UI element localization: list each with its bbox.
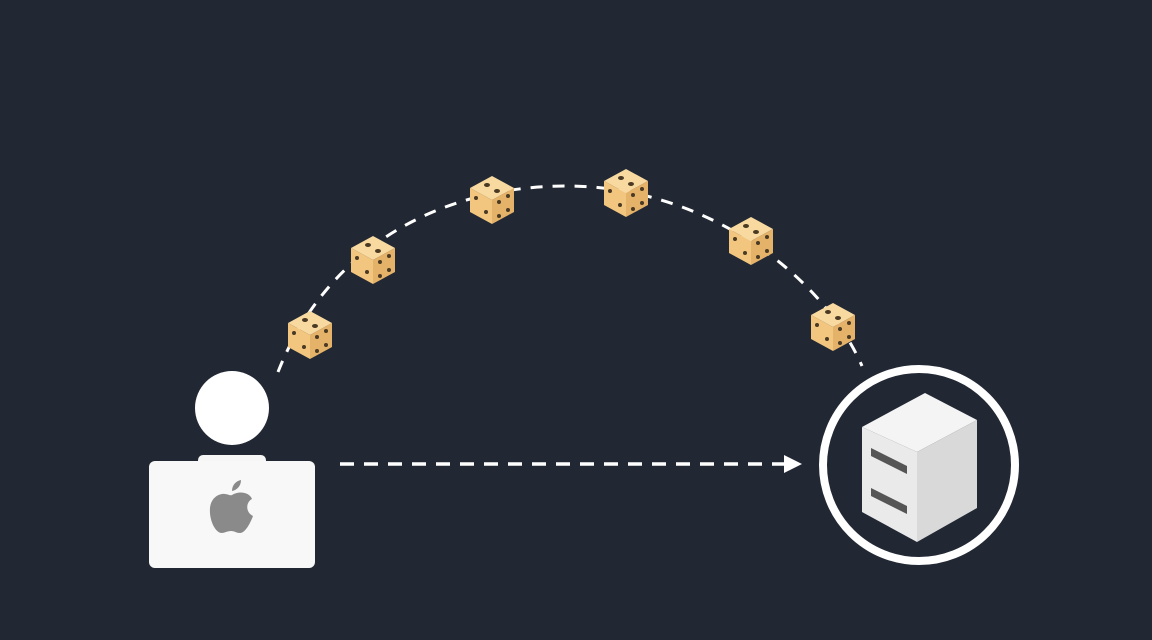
drawer-slot <box>871 448 907 474</box>
dice-icon <box>470 176 514 224</box>
dice-icon <box>288 311 332 359</box>
dice-icon <box>729 217 773 265</box>
dice-icon <box>811 303 855 351</box>
arrowhead-icon <box>784 455 802 473</box>
arc-dashed-path <box>276 184 864 373</box>
apple-logo-icon <box>209 480 253 533</box>
user-head <box>195 371 269 445</box>
dice-icon <box>351 236 395 284</box>
drawer-slot <box>871 488 907 514</box>
dice-icon <box>604 169 648 217</box>
user-with-laptop-icon <box>149 371 315 568</box>
server-cabinet-icon <box>819 365 1019 565</box>
server-ring <box>819 365 1019 565</box>
